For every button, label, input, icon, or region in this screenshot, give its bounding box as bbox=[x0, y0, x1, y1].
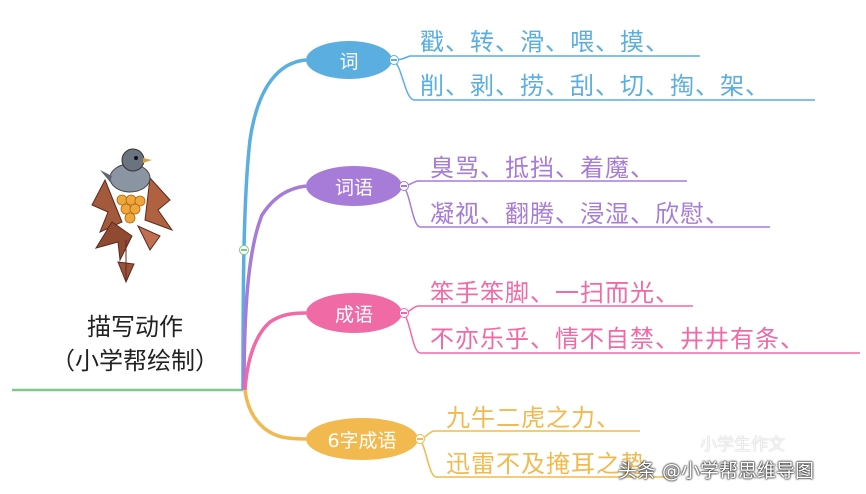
collapse-toggle-root[interactable] bbox=[239, 245, 249, 255]
leaf-text-成语-2[interactable]: 不亦乐乎、情不自禁、井井有条、 bbox=[430, 325, 805, 353]
branch-node-词语[interactable]: 词语 bbox=[306, 166, 402, 206]
trunk-to-6字成语 bbox=[243, 389, 307, 441]
trunk-to-成语 bbox=[243, 311, 307, 391]
central-topic[interactable]: 描写动作 （小学帮绘制） bbox=[40, 310, 230, 378]
leaf-text-词-1[interactable]: 戳、转、滑、喂、摸、 bbox=[420, 28, 670, 56]
leaf-text-6字成语-1[interactable]: 九牛二虎之力、 bbox=[446, 404, 621, 432]
trunk-to-词 bbox=[241, 58, 307, 391]
collapse-toggle-词语[interactable] bbox=[399, 181, 409, 191]
leaf-text-词-2[interactable]: 削、剥、捞、刮、切、掏、架、 bbox=[420, 72, 770, 100]
leaf-text-成语-1[interactable]: 笨手笨脚、一扫而光、 bbox=[430, 279, 680, 307]
leaf-text-词语-1[interactable]: 臭骂、抵挡、着魔、 bbox=[430, 154, 655, 182]
branch-node-词[interactable]: 词 bbox=[306, 41, 392, 79]
branch-node-6字成语[interactable]: 6字成语 bbox=[306, 418, 418, 460]
watermark-main: 头条 @小学帮思维导图 bbox=[618, 460, 815, 482]
central-title: 描写动作 bbox=[87, 313, 183, 341]
central-subtitle: （小学帮绘制） bbox=[51, 347, 219, 375]
collapse-toggle-6字成语[interactable] bbox=[415, 434, 425, 444]
leaf-text-词语-2[interactable]: 凝视、翻腾、浸湿、欣慰、 bbox=[430, 200, 730, 228]
leaf-text-6字成语-2[interactable]: 迅雷不及掩耳之势 bbox=[446, 450, 646, 478]
collapse-toggle-词[interactable] bbox=[389, 55, 399, 65]
watermark-faint: 小学生作文 bbox=[700, 435, 785, 455]
branch-node-成语[interactable]: 成语 bbox=[306, 293, 402, 333]
trunk-to-词语 bbox=[242, 184, 307, 391]
collapse-toggle-成语[interactable] bbox=[399, 308, 409, 318]
bird-grape-illustration bbox=[91, 148, 174, 284]
